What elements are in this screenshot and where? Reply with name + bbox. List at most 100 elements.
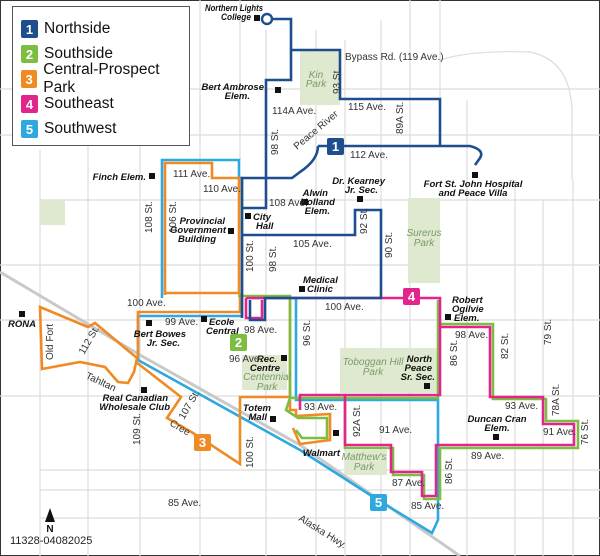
street-78a-st: 78A St. — [551, 384, 562, 416]
route-2-badge[interactable]: 2 — [230, 334, 247, 351]
street-111-ave: 111 Ave. — [173, 169, 210, 180]
legend-item-southside[interactable]: 2 Southside — [21, 44, 113, 64]
legend-item-central-prospect-park[interactable]: 3 Central-Prospect Park — [21, 61, 189, 96]
street-91-ave-east: 91 Ave. — [543, 427, 576, 438]
parks — [40, 50, 440, 475]
street-109-st: 109 St. — [132, 413, 143, 445]
street-108-st: 108 St. — [144, 201, 155, 233]
route-3-central-prospect-line[interactable] — [38, 161, 332, 467]
street-93-ave-east: 93 Ave. — [505, 401, 538, 412]
legend-item-southwest[interactable]: 5 Southwest — [21, 119, 116, 139]
street-98-st-north: 98 St. — [270, 129, 281, 155]
street-79-st: 79 St. — [543, 319, 554, 345]
legend-label: Southwest — [44, 120, 117, 137]
street-85-ave-west: 85 Ave. — [168, 498, 201, 509]
street-100-st-north: 100 St. — [245, 240, 256, 272]
street-85-ave-east: 85 Ave. — [411, 501, 444, 512]
legend-label: Northside — [44, 20, 111, 37]
street-87-ave: 87 Ave. — [392, 478, 425, 489]
north-arrow-icon: N — [45, 508, 55, 535]
place-markers — [19, 15, 499, 440]
legend-label: Central-Prospect Park — [43, 61, 160, 96]
street-108-ave: 108 Ave. — [269, 198, 308, 209]
street-89a-st: 89A St. — [395, 102, 406, 134]
street-115-ave: 115 Ave. — [348, 102, 386, 113]
toboggan-hill-park — [340, 348, 440, 393]
legend-label: Southeast — [44, 95, 114, 112]
street-86-st-north: 86 St. — [449, 340, 460, 366]
map-code: 11328-04082025 — [10, 535, 93, 547]
street-bypass-rd: Bypass Rd. (119 Ave.) — [345, 52, 444, 63]
route-4-legend-badge: 4 — [21, 95, 38, 113]
svg-text:3: 3 — [199, 435, 206, 450]
route-5-badge[interactable]: 5 — [370, 494, 387, 511]
route-1-badge[interactable]: 1 — [327, 138, 344, 155]
street-89-ave: 89 Ave. — [471, 451, 504, 462]
street-100-st-south: 100 St. — [245, 436, 256, 468]
route-5-legend-badge: 5 — [21, 120, 38, 138]
street-92a-st: 92A St. — [352, 405, 363, 437]
street-96-ave: 96 Ave. — [229, 354, 262, 365]
route-2-legend-badge: 2 — [21, 45, 38, 63]
street-105-ave: 105 Ave. — [293, 239, 332, 250]
street-98-st-central: 98 St. — [268, 246, 279, 272]
svg-text:4: 4 — [408, 289, 416, 304]
street-90-st: 90 St. — [384, 232, 395, 258]
centennial-park — [242, 355, 287, 390]
legend-label: Southside — [44, 45, 113, 62]
svg-text:5: 5 — [375, 495, 382, 510]
route-1-legend-badge: 1 — [21, 20, 38, 38]
street-106-st: 106 St. — [168, 201, 179, 233]
place-finch-elem: Finch Elem. — [93, 172, 146, 183]
place-walmart: Walmart — [303, 448, 341, 459]
route-3-legend-badge: 3 — [21, 70, 38, 88]
street-93-st: 93 St. — [332, 68, 343, 94]
street-96-st: 96 St. — [302, 320, 313, 346]
route-1-northside-line[interactable] — [240, 17, 483, 322]
svg-text:1: 1 — [332, 139, 339, 154]
street-99-ave: 99 Ave. — [165, 317, 198, 328]
surerus-park — [408, 198, 440, 283]
street-93-ave-west: 93 Ave. — [304, 402, 337, 413]
legend-item-southeast[interactable]: 4 Southeast — [21, 94, 114, 114]
place-rona: RONA — [8, 319, 36, 330]
route-1-terminus-icon — [260, 12, 274, 26]
street-100-ave-west: 100 Ave. — [127, 298, 166, 309]
street-110-ave: 110 Ave. — [203, 184, 241, 195]
street-82-st: 82 St. — [500, 333, 511, 359]
street-98-ave-west: 98 Ave. — [244, 325, 277, 336]
svg-text:2: 2 — [235, 335, 242, 350]
matthews-park — [345, 450, 387, 475]
route-4-badge[interactable]: 4 — [403, 288, 420, 305]
route-legend: 1 Northside 2 Southside 3 Central-Prospect … — [12, 6, 190, 146]
street-86-st-south: 86 St. — [444, 458, 455, 484]
legend-item-northside[interactable]: 1 Northside — [21, 19, 110, 39]
route-3-badge[interactable]: 3 — [194, 434, 211, 451]
park-west — [40, 200, 65, 225]
street-76-st: 76 St. — [580, 419, 591, 445]
street-92-st: 92 St. — [359, 208, 370, 234]
route-2-southside-line[interactable] — [238, 294, 580, 501]
street-112-ave: 112 Ave. — [350, 150, 388, 161]
street-100-ave-east: 100 Ave. — [325, 302, 364, 313]
